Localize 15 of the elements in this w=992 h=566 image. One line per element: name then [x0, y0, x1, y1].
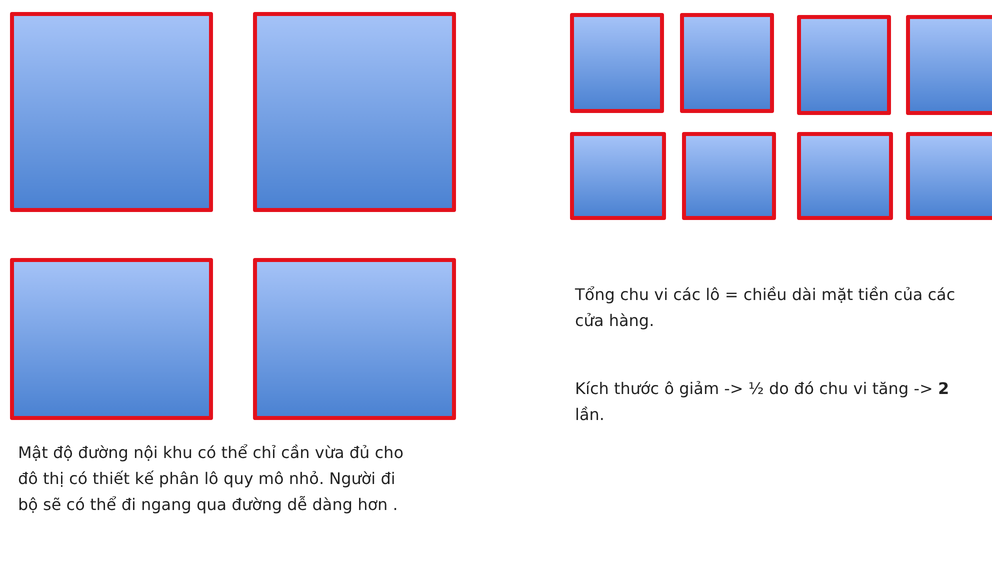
lot-square [10, 12, 213, 212]
note-text: Kích thước ô giảm -> ½ do đó chu vi tăng -> 2 lần. [575, 378, 950, 426]
lot-square [570, 132, 666, 220]
note-text: Mật độ đường nội khu có thể chỉ cần vừa đủ cho đô thị có thiết kế phân lô quy mô nhỏ. Người đi bộ sẽ có thể đi ngang qua đường dễ dàng hơn . [18, 442, 404, 516]
lot-square [906, 132, 992, 220]
lot-square [10, 258, 213, 420]
lot-square [906, 15, 992, 115]
note-text: Tổng chu vi các lô = chiều dài mặt tiền của các cửa hàng. [575, 284, 956, 332]
lot-square [680, 13, 774, 113]
lot-square [253, 12, 456, 212]
lot-square [570, 13, 664, 113]
lot-square [682, 132, 776, 220]
lot-square [797, 15, 891, 115]
lot-square [797, 132, 893, 220]
lot-square [253, 258, 456, 420]
